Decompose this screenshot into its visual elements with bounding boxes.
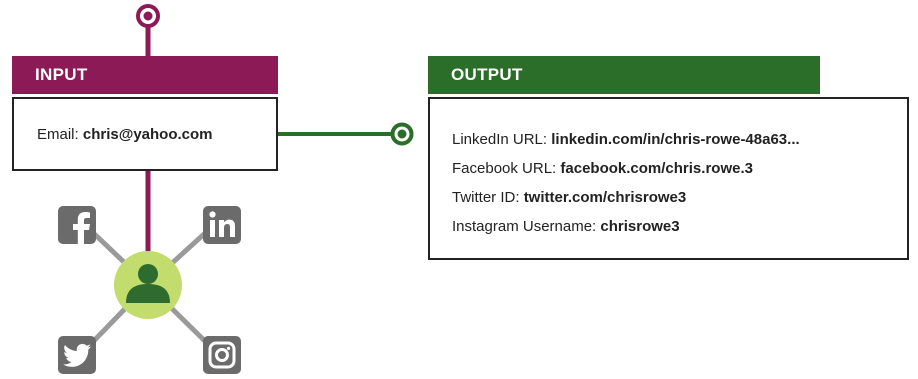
input-box: Email: chris@yahoo.com (12, 97, 278, 171)
email-label: Email: (37, 125, 79, 143)
output-row-label: Instagram Username: (452, 218, 597, 235)
person-icon (126, 264, 170, 303)
output-row-value: twitter.com/chrisrowe3 (523, 189, 687, 206)
output-row-twitter: Twitter ID: twitter.com/chrisrowe3 (452, 183, 907, 212)
output-row-value: linkedin.com/in/chris-rowe-48a63... (551, 131, 800, 148)
output-row-value: facebook.com/chris.rowe.3 (560, 160, 753, 177)
output-row-facebook: Facebook URL: facebook.com/chris.rowe.3 (452, 154, 907, 183)
output-row-label: LinkedIn URL: (452, 131, 548, 148)
linkedin-icon (203, 206, 241, 244)
output-header: OUTPUT (428, 56, 820, 94)
input-header: INPUT (12, 56, 278, 94)
output-row-label: Facebook URL: (452, 160, 557, 177)
instagram-icon (203, 336, 241, 374)
output-header-label: OUTPUT (451, 65, 523, 84)
email-line: Email: chris@yahoo.com (37, 126, 213, 143)
output-row-linkedin: LinkedIn URL: linkedin.com/in/chris-rowe… (452, 125, 907, 154)
output-row-instagram: Instagram Username: chrisrowe3 (452, 212, 907, 241)
twitter-icon (58, 336, 96, 374)
output-box: LinkedIn URL: linkedin.com/in/chris-rowe… (428, 97, 909, 260)
output-row-value: chrisrowe3 (600, 218, 680, 235)
input-header-label: INPUT (35, 65, 88, 84)
facebook-icon (58, 206, 96, 244)
output-row-label: Twitter ID: (452, 189, 520, 206)
email-value: chris@yahoo.com (82, 125, 213, 143)
